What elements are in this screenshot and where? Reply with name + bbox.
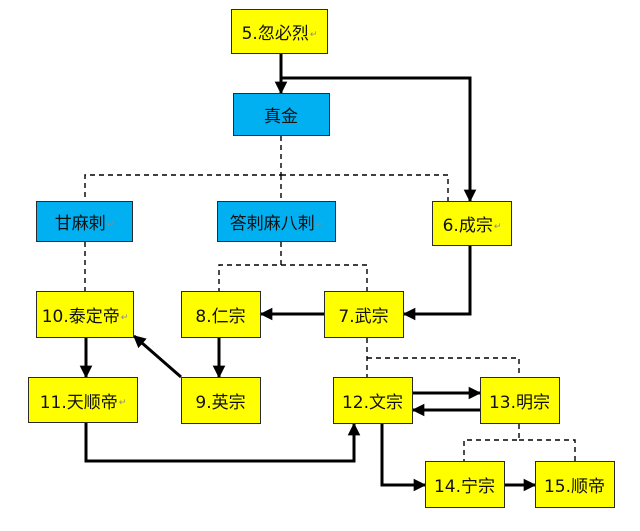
node-zhenjin-label: 真金 <box>264 107 298 127</box>
edge-zhenjin-to-chengzong <box>281 174 449 201</box>
edge-zhenjin-to-gamala <box>84 136 282 201</box>
node-yingzong: 9.英宗 <box>181 377 261 424</box>
paragraph-mark-icon: ↵ <box>120 312 129 323</box>
node-taiding-label: 10.泰定帝 <box>41 307 120 327</box>
edge-yingzong-to-taiding <box>133 334 182 379</box>
node-tianshun-label: 11.天顺帝 <box>39 392 118 413</box>
node-zhenjin: 真金 <box>233 93 330 136</box>
edge-kublai-to-chengzong <box>279 54 477 203</box>
edge-mingzong-to-ningzong <box>463 424 520 461</box>
edge-wuzong-to-mingzong <box>367 357 520 377</box>
node-wenzong-label: 12.文宗 <box>341 393 404 413</box>
paragraph-mark-icon: ↵ <box>493 221 502 232</box>
node-wenzong: 12.文宗 <box>333 377 413 424</box>
node-tianshun: 11.天顺帝↵ <box>28 377 138 423</box>
paragraph-mark-icon: ↵ <box>118 398 127 408</box>
node-mingzong: 13.明宗 <box>480 377 560 424</box>
paragraph-mark-icon: ↵ <box>309 29 318 40</box>
node-wuzong: 7.武宗 <box>324 291 404 338</box>
node-ningzong: 14.宁宗 <box>425 461 505 508</box>
edge-darmabala-to-renzong <box>218 242 282 291</box>
node-shundi: 15.顺帝 <box>535 461 615 508</box>
node-kublai: 5.忽必烈↵ <box>231 9 328 54</box>
node-wuzong-label: 7.武宗 <box>338 307 389 327</box>
node-renzong-label: 8.仁宗 <box>195 307 246 327</box>
node-kublai-label: 5.忽必烈 <box>241 24 309 44</box>
node-taiding: 10.泰定帝↵ <box>36 291 134 338</box>
node-darmabala-label: 答剌麻八剌 <box>229 214 315 234</box>
node-chengzong: 6.成宗↵ <box>432 201 512 246</box>
edge-darmabala-to-wuzong <box>281 264 368 291</box>
edge-mingzong-to-shundi <box>519 439 576 461</box>
node-gamala: 甘麻剌↵ <box>36 201 133 242</box>
node-mingzong-label: 13.明宗 <box>488 393 551 413</box>
node-renzong: 8.仁宗 <box>181 291 261 338</box>
edge-wenzong-to-ningzong <box>380 424 427 492</box>
paragraph-mark-icon: ↵ <box>315 219 324 230</box>
node-shundi-label: 15.顺帝 <box>543 477 606 497</box>
edge-tianshun-to-wenzong <box>84 422 361 463</box>
node-yingzong-label: 9.英宗 <box>195 393 246 413</box>
node-chengzong-label: 6.成宗 <box>442 216 493 236</box>
node-darmabala: 答剌麻八剌↵ <box>217 201 336 242</box>
edge-chengzong-to-wuzong <box>402 246 472 321</box>
node-gamala-label: 甘麻剌 <box>54 214 106 234</box>
paragraph-mark-icon: ↵ <box>106 219 115 230</box>
node-ningzong-label: 14.宁宗 <box>433 477 496 497</box>
